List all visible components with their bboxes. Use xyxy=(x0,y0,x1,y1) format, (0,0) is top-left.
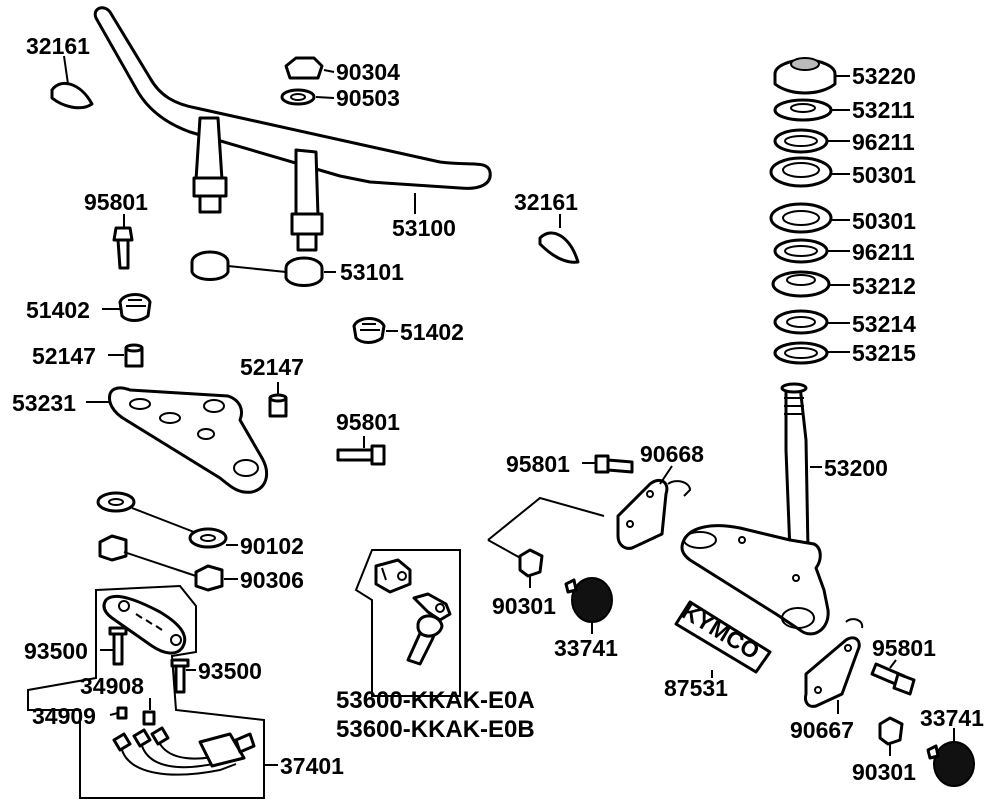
label-34909: 34909 xyxy=(32,703,96,729)
label-93500-left: 93500 xyxy=(24,638,88,664)
nameplate-87531: KYMCO xyxy=(674,598,772,674)
switch-assembly-outline xyxy=(27,584,265,799)
key-upper xyxy=(412,592,452,622)
seal-53214 xyxy=(773,309,829,335)
label-32161-right: 32161 xyxy=(514,189,578,215)
label-53211: 53211 xyxy=(852,97,915,123)
label-53214: 53214 xyxy=(852,311,916,337)
label-52147-right: 52147 xyxy=(240,354,304,380)
bolt-95801-middle xyxy=(336,444,386,466)
bushing-52147-left xyxy=(124,343,144,368)
screw-93500-left xyxy=(108,626,128,666)
clip-32161-right xyxy=(538,231,580,264)
label-87531: 87531 xyxy=(664,675,728,701)
label-50301-lower: 50301 xyxy=(852,208,916,234)
label-95801-left: 95801 xyxy=(84,189,148,215)
label-90667: 90667 xyxy=(790,717,854,743)
label-53215: 53215 xyxy=(852,340,916,366)
label-53212: 53212 xyxy=(852,273,916,299)
switch-plate xyxy=(102,594,187,655)
screw-93500-right xyxy=(170,658,190,694)
label-33741-upper: 33741 xyxy=(554,635,618,661)
label-95801-middle: 95801 xyxy=(336,409,400,435)
cap-51402-right xyxy=(352,317,386,344)
bracket-90668 xyxy=(616,478,692,550)
cone-53211 xyxy=(773,98,833,122)
part-labels: 32161 90304 90503 53220 53211 96211 5030… xyxy=(12,33,984,785)
ball-bearing-96211-upper xyxy=(773,128,829,154)
bolt-95801-left xyxy=(112,226,134,270)
label-90102: 90102 xyxy=(240,533,304,559)
handlebar-53100 xyxy=(93,6,492,252)
connector-34908 xyxy=(142,710,156,726)
race-50301-upper xyxy=(769,156,833,188)
label-90301-lower: 90301 xyxy=(852,759,916,785)
lock-cylinder xyxy=(374,558,412,594)
label-34908: 34908 xyxy=(80,673,144,699)
label-96211-lower: 96211 xyxy=(852,239,915,265)
label-50301-upper: 50301 xyxy=(852,162,916,188)
label-53200: 53200 xyxy=(824,455,888,481)
label-93500-right: 93500 xyxy=(198,658,262,684)
label-51402-left: 51402 xyxy=(26,297,90,323)
nut-90301-lower xyxy=(878,716,904,746)
cap-51402-left xyxy=(118,293,152,322)
label-96211-upper: 96211 xyxy=(852,129,915,155)
bushing-52147-right xyxy=(268,393,288,418)
ball-bearing-96211-lower xyxy=(773,238,829,264)
washer-53215 xyxy=(773,341,829,365)
washer-90102 xyxy=(96,491,228,549)
label-90301-upper: 90301 xyxy=(492,593,556,619)
label-90503: 90503 xyxy=(336,85,400,111)
steering-stem-53200 xyxy=(680,382,830,636)
upper-bracket-53231 xyxy=(108,386,269,494)
label-53101: 53101 xyxy=(340,259,404,285)
race-50301-lower xyxy=(769,202,833,234)
reflector-33741-lower xyxy=(926,741,975,787)
lock-set-box xyxy=(354,549,461,697)
leader-90301-upper xyxy=(487,496,605,561)
nut-90301-upper xyxy=(518,548,544,578)
reflector-33741-upper xyxy=(564,577,613,623)
bolt-95801-right xyxy=(594,454,634,474)
nut-90304 xyxy=(284,56,324,80)
label-95801-right: 95801 xyxy=(506,451,570,477)
label-90304: 90304 xyxy=(336,59,400,85)
connector-34909 xyxy=(116,706,128,720)
label-53231: 53231 xyxy=(12,390,76,416)
label-90306: 90306 xyxy=(240,567,304,593)
label-90668: 90668 xyxy=(640,441,704,467)
label-53220: 53220 xyxy=(852,63,916,89)
race-53220 xyxy=(773,57,837,95)
label-53100: 53100 xyxy=(392,215,456,241)
label-53600-e0b: 53600-KKAK-E0B xyxy=(336,716,535,743)
label-33741-lower: 33741 xyxy=(920,705,984,731)
leader-lines xyxy=(63,55,955,766)
nut-90306 xyxy=(98,534,224,592)
washer-90503 xyxy=(280,88,316,106)
label-32161-left: 32161 xyxy=(26,33,90,59)
bracket-90667 xyxy=(804,618,864,708)
label-52147-left: 52147 xyxy=(32,343,96,369)
label-95801-lower-right: 95801 xyxy=(872,635,936,661)
clip-32161-left xyxy=(50,81,94,110)
label-53600-e0a: 53600-KKAK-E0A xyxy=(336,687,535,714)
cone-53212 xyxy=(771,270,831,298)
key-lower xyxy=(406,614,444,666)
bolt-95801-lower-right xyxy=(870,662,916,696)
rubber-mount-53101 xyxy=(190,250,324,287)
label-51402-right: 51402 xyxy=(400,319,464,345)
wire-harness-37401 xyxy=(112,726,256,776)
label-37401: 37401 xyxy=(280,753,344,779)
